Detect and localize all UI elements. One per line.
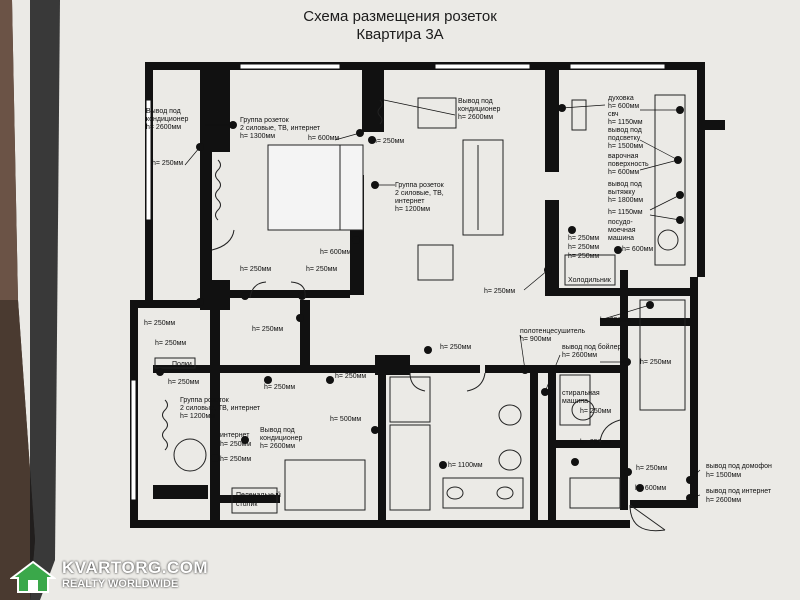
watermark-site: KVARTORG.COM bbox=[62, 558, 209, 577]
label-entry-600: h= 250мм bbox=[636, 465, 667, 472]
label-oven-1: духовка bbox=[608, 95, 634, 102]
label-intercom-2: h= 1500мм bbox=[706, 472, 741, 479]
label-washer-3: h= 250мм bbox=[580, 408, 611, 415]
label-living-250-a: h= 250мм bbox=[373, 138, 404, 145]
label-kids-internet: интернет bbox=[220, 432, 250, 439]
label-ac-living-2: кондиционер bbox=[458, 106, 500, 113]
label-closet-250: h= 250мм bbox=[252, 326, 283, 333]
label-hood-2: вытяжку bbox=[608, 189, 636, 196]
label-kids-group-3: h= 1200мм bbox=[180, 413, 215, 420]
label-kitchen-250-c: h= 250мм bbox=[568, 253, 599, 260]
label-hood-4: h= 1150мм bbox=[608, 209, 643, 216]
label-bedroom-group-1: Группа розеток bbox=[240, 117, 290, 124]
label-kids-250-d: h= 250мм bbox=[264, 384, 295, 391]
label-dishwasher-2: моечная bbox=[608, 227, 636, 234]
label-living-group-4: h= 1200мм bbox=[395, 206, 430, 213]
label-oven-2: h= 600мм bbox=[608, 103, 639, 110]
label-shelves: Полки bbox=[172, 361, 192, 368]
plan-title: Схема размещения розеток bbox=[303, 8, 497, 25]
label-bedroom-group-3: h= 1300мм bbox=[240, 133, 275, 140]
label-ac-bedroom-2: кондиционер bbox=[146, 116, 188, 123]
watermark: KVARTORG.COM REALTY WORLDWIDE bbox=[10, 556, 210, 596]
label-microwave-1: свч bbox=[608, 111, 619, 118]
label-ac-kids-3: h= 2600мм bbox=[260, 443, 295, 450]
label-bedroom-250-b: h= 250мм bbox=[240, 266, 271, 273]
label-entry-250: h= 600мм bbox=[635, 485, 666, 492]
label-hood-3: h= 1800мм bbox=[608, 197, 643, 204]
label-kids-250-b: h= 250мм bbox=[168, 379, 199, 386]
label-kids-250-c: h= 250мм bbox=[265, 367, 296, 374]
label-boiler-1: вывод под бойлер bbox=[562, 343, 622, 351]
label-kids-group-2: 2 силовые, ТВ, интернет bbox=[180, 405, 261, 412]
label-bedroom-600-b: h= 600мм bbox=[320, 249, 351, 256]
label-ac-living-3: h= 2600мм bbox=[458, 114, 493, 121]
label-microwave-2: h= 1150мм bbox=[608, 119, 643, 126]
label-bedroom-250-c: h= 250мм bbox=[306, 266, 337, 273]
plan-subtitle: Квартира 3А bbox=[356, 26, 444, 43]
label-kids-250-f: h= 250мм bbox=[220, 456, 251, 463]
label-ac-kids-1: Вывод под bbox=[260, 427, 295, 434]
label-kids-group-1: Группа розеток bbox=[180, 397, 230, 404]
label-hood-1: вывод под bbox=[608, 181, 642, 188]
label-living-group-2: 2 силовые, ТВ, bbox=[395, 190, 444, 197]
label-hob-3: h= 600мм bbox=[608, 169, 639, 176]
label-light-2: подсветку bbox=[608, 135, 641, 142]
label-kids-250-e: h= 250мм bbox=[220, 441, 251, 448]
label-ac-bedroom-3: h= 2600мм bbox=[146, 124, 181, 131]
label-living-group-1: Группа розеток bbox=[395, 182, 445, 189]
label-washer-1: стиральная bbox=[562, 390, 600, 397]
label-dishwasher-1: посудо- bbox=[608, 219, 633, 226]
label-boiler-2: h= 2600мм bbox=[562, 352, 597, 359]
label-bedroom-250-a: h= 250мм bbox=[152, 160, 183, 167]
label-changing-table-2: столик bbox=[236, 501, 258, 508]
label-bedroom-600: h= 600мм bbox=[308, 135, 339, 142]
label-towel-1: полотенцесушитель bbox=[520, 328, 586, 335]
furniture bbox=[154, 94, 686, 514]
label-towel-2: h= 900мм bbox=[520, 336, 551, 343]
curtains bbox=[162, 99, 383, 451]
label-changing-table-1: Пеленальный bbox=[236, 491, 281, 499]
label-kitchen-250-a: h= 250мм bbox=[568, 235, 599, 242]
label-light-3: h= 1500мм bbox=[608, 143, 643, 150]
label-bedroom-group-2: 2 силовые, ТВ, интернет bbox=[240, 125, 321, 132]
watermark-tagline: REALTY WORLDWIDE bbox=[62, 578, 179, 590]
label-hall-250-a: h= 250мм bbox=[144, 320, 175, 327]
label-living-group-3: интернет bbox=[395, 198, 425, 205]
label-kitchen-250-b: h= 250мм bbox=[568, 244, 599, 251]
label-ac-living-1: Вывод под bbox=[458, 98, 493, 105]
doors bbox=[211, 229, 666, 532]
label-washer-2: машина bbox=[562, 398, 588, 405]
label-hob-2: поверхность bbox=[608, 161, 649, 168]
label-intercom-1: вывод под домофон bbox=[706, 463, 772, 470]
label-bath-250: h= 250мм bbox=[580, 439, 611, 446]
label-hall-250-c: h= 250мм bbox=[440, 344, 471, 351]
label-living-250-b: h= 250мм bbox=[484, 288, 515, 295]
label-dishwasher-3: машина bbox=[608, 235, 634, 242]
label-bath-1100: h= 1100мм bbox=[448, 462, 483, 469]
label-kids-500: h= 500мм bbox=[330, 416, 361, 423]
house-logo-icon bbox=[10, 560, 56, 593]
windows bbox=[130, 63, 666, 501]
label-hob-1: варочная bbox=[608, 153, 639, 160]
label-fridge: Холодильник bbox=[568, 277, 612, 284]
label-ac-kids-2: кондиционер bbox=[260, 435, 302, 442]
label-dishwasher-4: h= 600мм bbox=[622, 246, 653, 253]
leader-lines bbox=[184, 99, 701, 499]
label-hall-250-e: h= 250мм bbox=[155, 340, 186, 347]
label-net-entry-2: h= 2600мм bbox=[706, 497, 741, 504]
label-ac-bedroom-1: Вывод под bbox=[146, 108, 181, 115]
label-net-entry-1: вывод под интернет bbox=[706, 488, 772, 495]
label-hall-250-d: h= 250мм bbox=[640, 359, 671, 366]
label-kids-250-a: h= 250мм bbox=[335, 373, 366, 380]
outlet-labels: Вывод под кондиционер h= 2600мм Группа р… bbox=[144, 95, 772, 508]
label-hall-250-b: h= 250мм bbox=[600, 317, 631, 324]
label-light-1: вывод под bbox=[608, 127, 642, 134]
outlets bbox=[156, 104, 694, 502]
